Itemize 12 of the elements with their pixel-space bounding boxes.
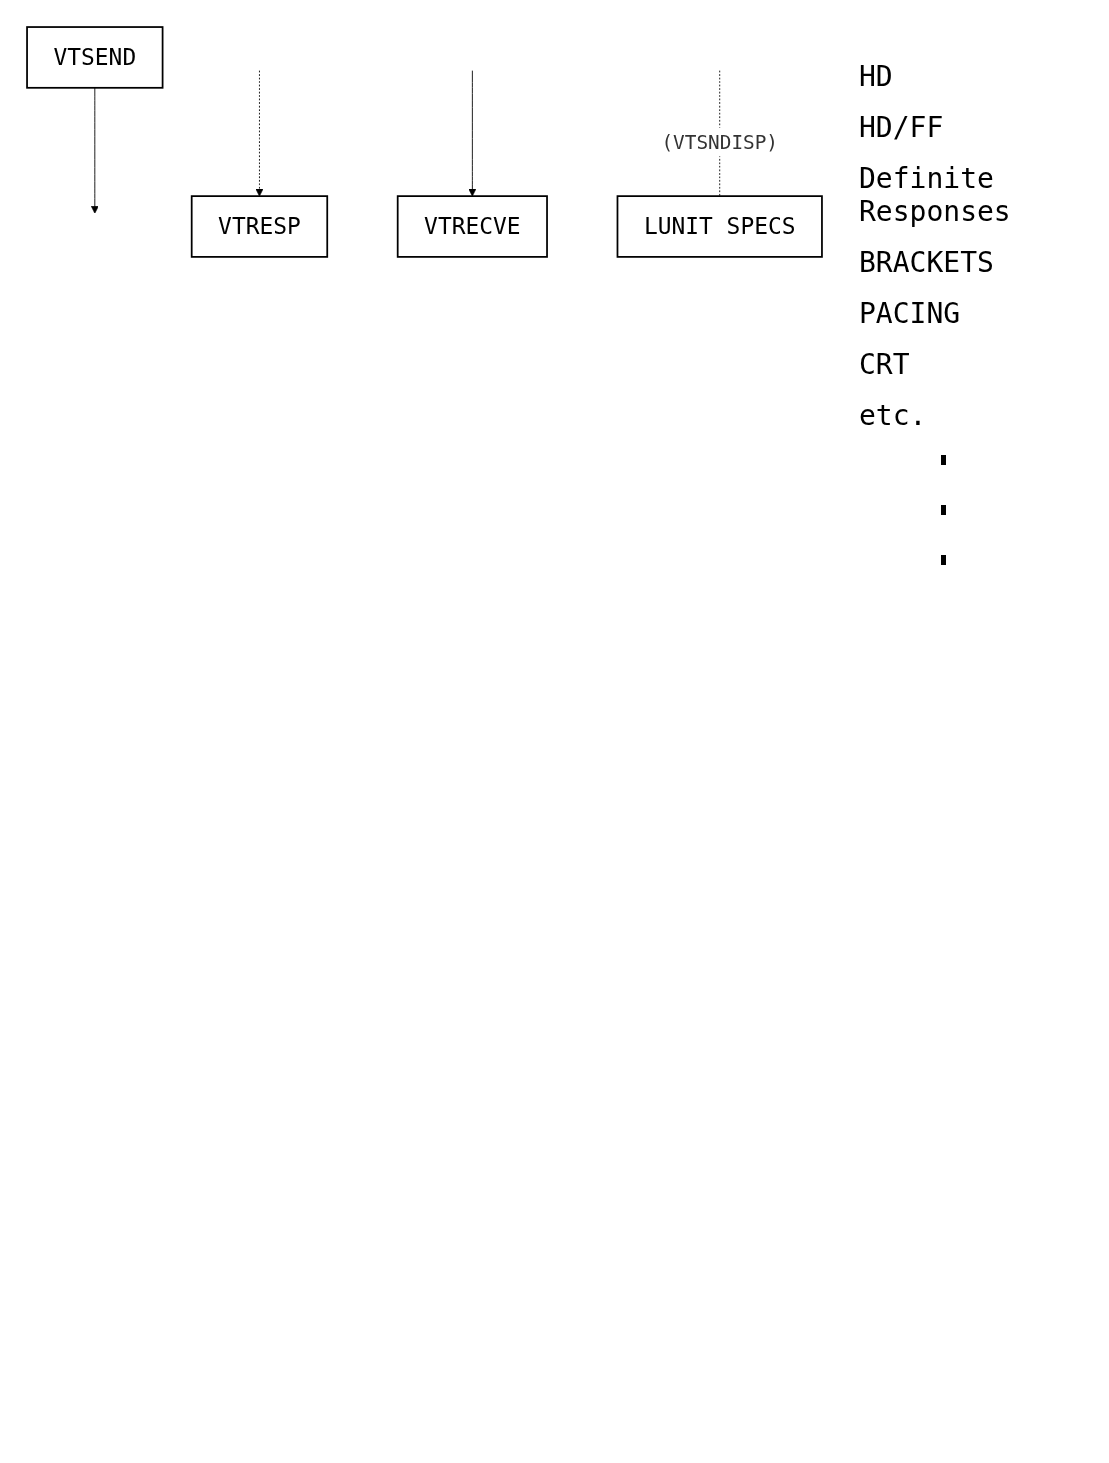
spec-item: BRACKETS [859,246,995,279]
spec-item: PACING [859,297,962,330]
spec-item: CRT [859,348,911,381]
node-box: LUNIT SPECS [616,195,823,258]
node-box: VTRECVE [396,195,548,258]
node-box: VTRESP [190,195,329,258]
spec-item: HD [859,60,894,93]
edge-label: (VTSNDISP) [661,130,779,153]
spec-item: Definite Responses [859,162,1012,228]
node-box: VTSEND [26,26,164,89]
spec-item: HD/FF [859,111,945,144]
spec-item: etc. [859,399,928,432]
